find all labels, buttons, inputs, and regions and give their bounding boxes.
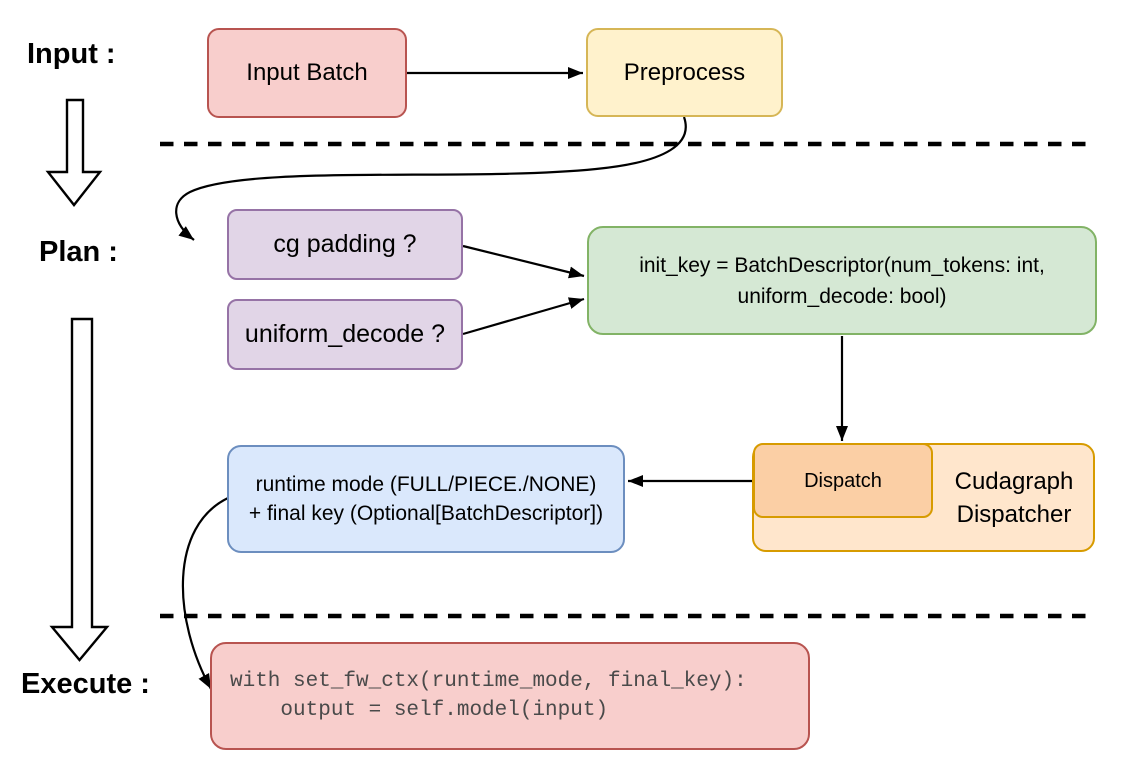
- execute-code-line1: with set_fw_ctx(runtime_mode, final_key)…: [230, 670, 747, 693]
- node-runtime-mode-result: runtime mode (FULL/PIECE./NONE) + final …: [227, 445, 625, 553]
- cudagraph-label-line2: Dispatcher: [956, 500, 1072, 528]
- node-input-batch: Input Batch: [207, 28, 407, 118]
- node-dispatch: Dispatch: [753, 443, 933, 518]
- node-uniform-decode: uniform_decode ?: [227, 299, 463, 370]
- node-input-batch-label: Input Batch: [246, 59, 368, 87]
- node-cg-padding-label: cg padding ?: [273, 230, 417, 259]
- arrow-cgpadding-to-initkey: [462, 244, 585, 279]
- node-cg-padding: cg padding ?: [227, 209, 463, 280]
- phase-label-execute: Execute :: [21, 668, 150, 700]
- node-runtime-line1: runtime mode (FULL/PIECE./NONE): [255, 473, 597, 496]
- node-cudagraph-dispatcher-label: Cudagraph Dispatcher: [933, 443, 1095, 552]
- node-preprocess-label: Preprocess: [623, 58, 746, 86]
- node-runtime-line2: + final key (Optional[BatchDescriptor]): [248, 502, 604, 525]
- curve-preprocess-to-cgpadding: [175, 116, 687, 241]
- node-execute-code: with set_fw_ctx(runtime_mode, final_key)…: [210, 642, 810, 750]
- node-uniform-decode-label: uniform_decode ?: [244, 320, 446, 349]
- hollow-arrow-plan-to-execute: [49, 317, 110, 662]
- phase-label-plan: Plan :: [39, 236, 118, 268]
- execute-code-line2: output = self.model(input): [230, 699, 609, 722]
- node-init-key: init_key = BatchDescriptor(num_tokens: i…: [587, 226, 1097, 335]
- curve-runtime-to-execute: [181, 497, 229, 690]
- node-init-key-line2: uniform_decode: bool): [737, 284, 947, 308]
- cudagraph-label-line1: Cudagraph: [954, 467, 1074, 495]
- arrow-uniformdecode-to-initkey: [462, 297, 585, 336]
- hollow-arrow-input-to-plan: [45, 98, 103, 207]
- node-dispatch-label: Dispatch: [804, 469, 882, 492]
- node-preprocess: Preprocess: [586, 28, 783, 117]
- node-init-key-line1: init_key = BatchDescriptor(num_tokens: i…: [639, 253, 1045, 277]
- phase-label-input: Input :: [27, 38, 116, 70]
